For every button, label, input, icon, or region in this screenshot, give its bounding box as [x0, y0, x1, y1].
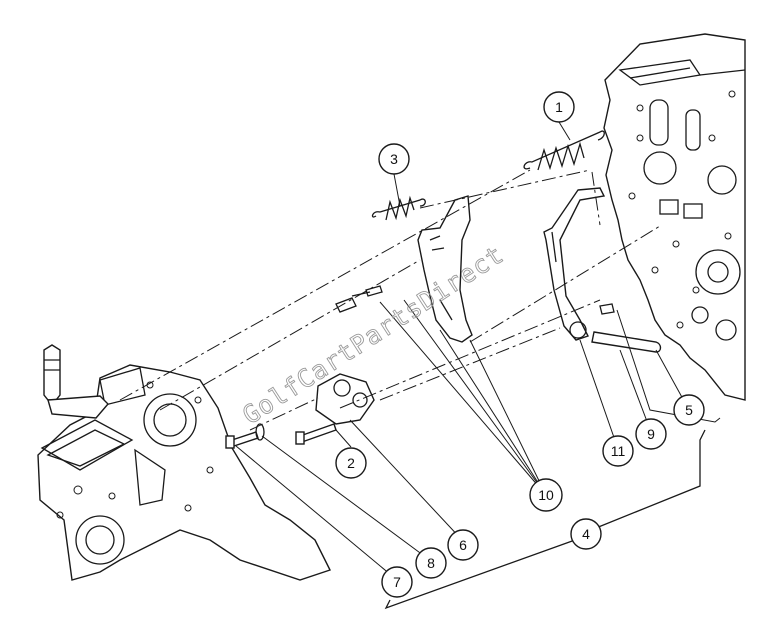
callout-label-11: 11 — [611, 443, 626, 459]
callout-1: 1 — [543, 91, 575, 123]
callout-label-6: 6 — [459, 537, 467, 553]
callout-label-3: 3 — [390, 151, 398, 167]
bushing-assembly — [315, 373, 375, 425]
callout-10: 10 — [529, 478, 563, 512]
leader-lines — [235, 121, 721, 610]
callout-5: 5 — [673, 394, 705, 426]
engine-housing-left — [37, 344, 331, 581]
callout-11: 11 — [602, 435, 634, 467]
callout-label-10: 10 — [538, 487, 554, 503]
callout-label-1: 1 — [555, 99, 563, 115]
callout-8: 8 — [415, 547, 447, 579]
callout-label-5: 5 — [685, 402, 693, 418]
callout-6: 6 — [447, 529, 479, 561]
spring-large — [523, 130, 605, 171]
engine-block-right — [603, 33, 746, 401]
shaft-and-pin — [591, 303, 662, 353]
callout-4: 4 — [570, 518, 602, 550]
small-springs — [335, 285, 383, 313]
callout-7: 7 — [381, 566, 413, 598]
callout-label-4: 4 — [582, 526, 590, 542]
callout-label-2: 2 — [347, 455, 355, 471]
assembly-lines — [119, 169, 661, 431]
callout-label-8: 8 — [427, 555, 435, 571]
callout-label-9: 9 — [647, 426, 655, 442]
callout-label-7: 7 — [393, 574, 401, 590]
bolts — [225, 423, 337, 449]
throttle-lever — [543, 187, 606, 341]
callout-2: 2 — [335, 447, 367, 479]
callout-3: 3 — [378, 143, 410, 175]
governor-lever — [417, 195, 473, 343]
callout-9: 9 — [635, 418, 667, 450]
